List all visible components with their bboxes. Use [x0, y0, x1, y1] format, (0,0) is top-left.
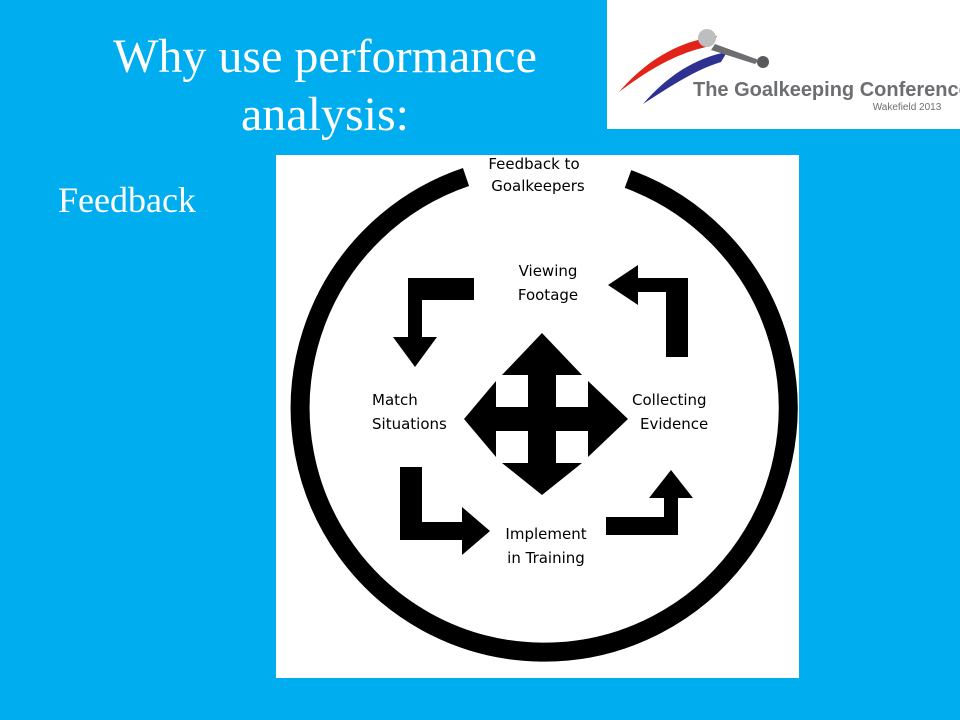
- logo-text: The Goalkeeping Conference: [693, 79, 960, 101]
- node-label-viewing-line1: Viewing: [519, 262, 578, 280]
- node-label-match-line1: Match: [372, 391, 418, 409]
- arrow-lower-right: [606, 470, 693, 535]
- slide-title-line1: Why use performance: [113, 30, 537, 83]
- outer-cycle-ring: [290, 168, 798, 662]
- logo-blue-swoosh: [643, 52, 727, 104]
- node-label-collecting-line2: Evidence: [640, 415, 708, 433]
- slide-title: Why use performance analysis:: [40, 28, 610, 144]
- node-label-implement-line2: in Training: [507, 549, 585, 567]
- logo-arm: [711, 44, 759, 64]
- node-label-feedback-line2: Goalkeepers: [491, 177, 585, 195]
- logo-red-swoosh: [619, 36, 717, 92]
- node-label-feedback-line1: Feedback to: [488, 155, 579, 173]
- arrow-lower-left: [400, 467, 490, 555]
- conference-logo: The Goalkeeping Conference Wakefield 201…: [607, 0, 960, 129]
- node-label-match-line2: Situations: [372, 415, 447, 433]
- slide-subtitle: Feedback: [58, 180, 196, 220]
- feedback-cycle-diagram: Feedback to Goalkeepers Viewing Footage …: [276, 155, 799, 678]
- logo-subtext: Wakefield 2013: [873, 102, 942, 113]
- slide-title-line2: analysis:: [241, 88, 409, 141]
- node-label-implement-line1: Implement: [505, 525, 586, 543]
- node-label-collecting-line1: Collecting: [632, 391, 707, 409]
- node-label-viewing-line2: Footage: [518, 286, 578, 304]
- logo-head-gray: [698, 29, 716, 47]
- arrow-upper-right: [608, 265, 688, 357]
- arrow-upper-left: [393, 278, 474, 367]
- logo-head-dark: [757, 56, 769, 68]
- central-four-way-arrow: [464, 333, 628, 495]
